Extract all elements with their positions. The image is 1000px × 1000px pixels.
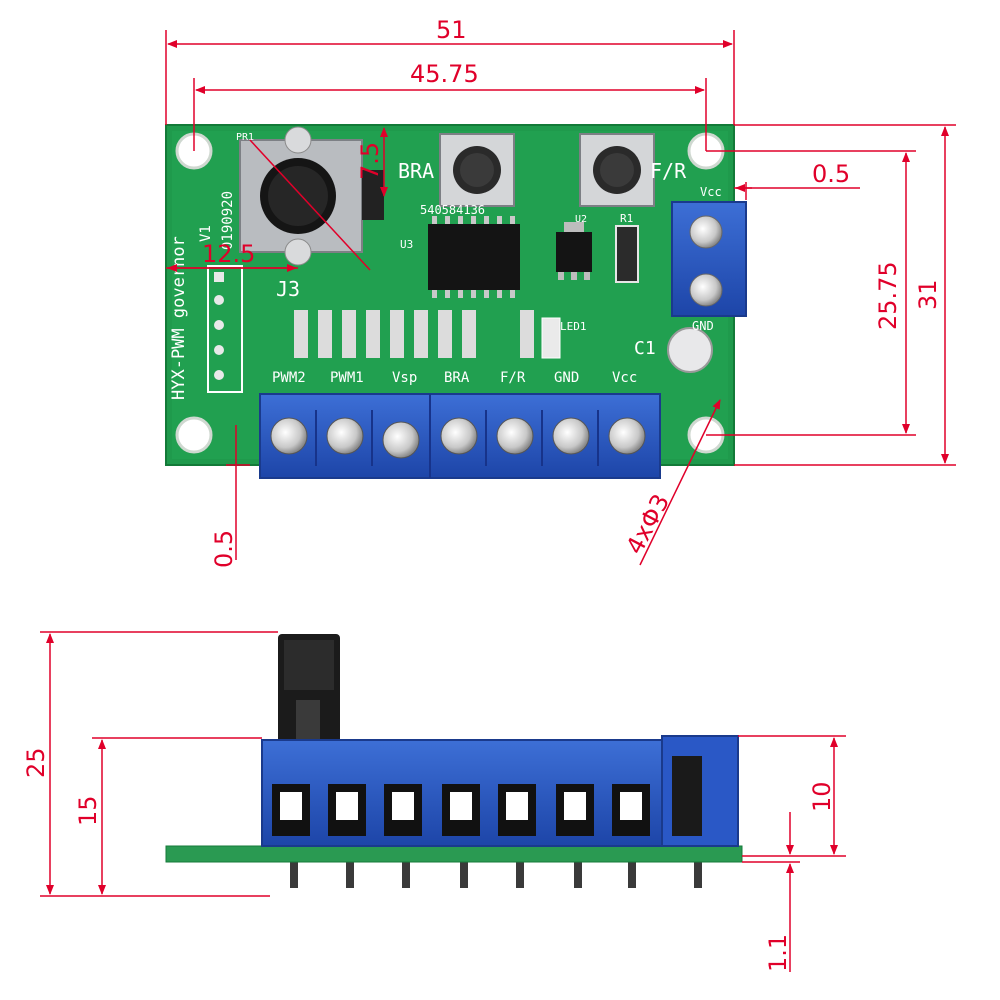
pot-shaft-side bbox=[278, 634, 340, 746]
led bbox=[541, 317, 561, 359]
board-date-code: 0190920 bbox=[220, 191, 236, 250]
terminal-label-vsp: Vsp bbox=[392, 370, 417, 386]
dimension-lines-top bbox=[165, 30, 956, 566]
dim-terminal-height: 15 bbox=[74, 795, 102, 826]
chip-code-label: 540584136 bbox=[420, 203, 485, 217]
dimension-lines-side bbox=[40, 631, 846, 972]
terminal-block bbox=[259, 393, 661, 479]
dim-block-height: 10 bbox=[808, 781, 836, 812]
terminal-label-vcc: Vcc bbox=[612, 370, 637, 386]
dim-hole-offset-bottom: 0.5 bbox=[210, 530, 238, 568]
board-title: HYX-PWM governor bbox=[169, 236, 189, 400]
top-view: PR1 HYX-PWM governor V1 0190920 J3 BRA bbox=[165, 16, 956, 568]
dim-hole-spacing-y: 25.75 bbox=[874, 261, 902, 330]
dim-overall-height: 31 bbox=[914, 279, 942, 310]
terminal-screw-7[interactable] bbox=[608, 417, 646, 455]
terminal-label-pwm1: PWM1 bbox=[330, 370, 364, 386]
button-fr[interactable] bbox=[579, 133, 655, 207]
dim-pcb-thickness: 1.1 bbox=[764, 934, 792, 972]
terminal-screw-5[interactable] bbox=[496, 417, 534, 455]
terminal-screw-6[interactable] bbox=[552, 417, 590, 455]
side-connector-gnd: GND bbox=[692, 319, 714, 333]
terminal-label-pwm2: PWM2 bbox=[272, 370, 306, 386]
terminal-screw-1[interactable] bbox=[270, 417, 308, 455]
board-version: V1 bbox=[198, 225, 214, 242]
pot-ref-label: PR1 bbox=[236, 132, 254, 143]
dim-holes: 4xΦ3 bbox=[621, 489, 676, 558]
led-ref-label: LED1 bbox=[560, 320, 587, 333]
side-screw-1[interactable] bbox=[689, 215, 723, 249]
chip-ref-label: U3 bbox=[400, 238, 413, 251]
dim-overall-width: 51 bbox=[436, 16, 467, 44]
dim-hole-spacing-x: 45.75 bbox=[410, 60, 479, 88]
pins-side bbox=[290, 862, 702, 888]
button-bra[interactable] bbox=[439, 133, 515, 207]
potentiometer: PR1 bbox=[236, 126, 384, 266]
terminal-screw-4[interactable] bbox=[440, 417, 478, 455]
terminal-label-fr: F/R bbox=[500, 370, 526, 386]
terminal-block-side bbox=[261, 735, 739, 847]
terminal-label-bra: BRA bbox=[444, 370, 470, 386]
terminal-label-gnd: GND bbox=[554, 370, 579, 386]
terminal-screw-3[interactable] bbox=[382, 421, 420, 459]
regulator-ref-label: U2 bbox=[575, 214, 587, 225]
button-bra-label: BRA bbox=[398, 159, 434, 183]
capacitor-c1 bbox=[667, 327, 713, 373]
header-ref-label: J3 bbox=[276, 277, 300, 301]
side-connector-vcc: Vcc bbox=[700, 185, 722, 199]
resistor-row bbox=[294, 310, 534, 358]
dim-total-height: 25 bbox=[22, 747, 50, 778]
side-screw-2[interactable] bbox=[689, 273, 723, 307]
ic-chip bbox=[428, 216, 520, 298]
dim-pot-offset-vertical: 7.5 bbox=[356, 142, 384, 180]
voltage-regulator bbox=[556, 222, 592, 280]
dim-pot-offset: 12.5 bbox=[202, 240, 255, 268]
capacitor-ref-label: C1 bbox=[634, 338, 656, 359]
terminal-screw-2[interactable] bbox=[326, 417, 364, 455]
dim-hole-offset-right: 0.5 bbox=[812, 160, 850, 188]
button-fr-label: F/R bbox=[650, 159, 687, 183]
resistor-r1 bbox=[615, 225, 639, 283]
pcb-side bbox=[165, 845, 743, 863]
side-connector bbox=[671, 201, 747, 317]
side-view: 25 15 10 1.1 bbox=[22, 631, 846, 972]
mount-hole-bl bbox=[175, 416, 213, 454]
resistor-ref-label: R1 bbox=[620, 212, 633, 225]
terminal-labels: PWM2 PWM1 Vsp BRA F/R GND Vcc bbox=[272, 370, 637, 386]
